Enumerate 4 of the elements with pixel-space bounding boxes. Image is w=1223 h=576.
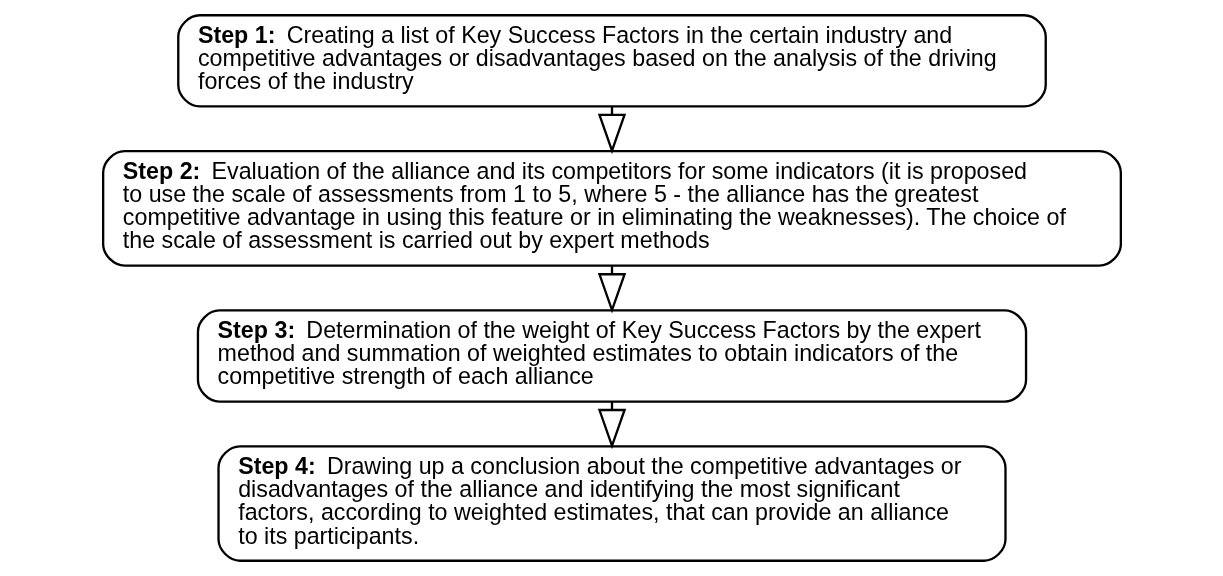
node-box: Step 4: Drawing up a conclusion about the competitive advantages or disadvantages of the alliance and identifying the most significant factors, according to weighted estimates, that can provide an alliance to its participants.: [216, 445, 1007, 562]
node-box: Step 3: Determination of the weight of Key Success Factors by the expert method and summation of weighted estimates to obtain indicators of the competitive strength of each alliance: [196, 309, 1027, 403]
node-box: Step 2: Evaluation of the alliance and its competitors for some indicators (it is proposed to use the scale of assessments from 1 to 5, where 5 - the alliance has the greatest competitive advantage in using this feature or in eliminating the weaknesses). The choice of the scale of assessment is carried out by expert methods: [101, 150, 1122, 267]
node-box: Step 1: Creating a list of Key Success Factors in the certain industry and competitive advantages or disadvantages based on the analysis of the driving forces of the industry: [176, 14, 1047, 108]
